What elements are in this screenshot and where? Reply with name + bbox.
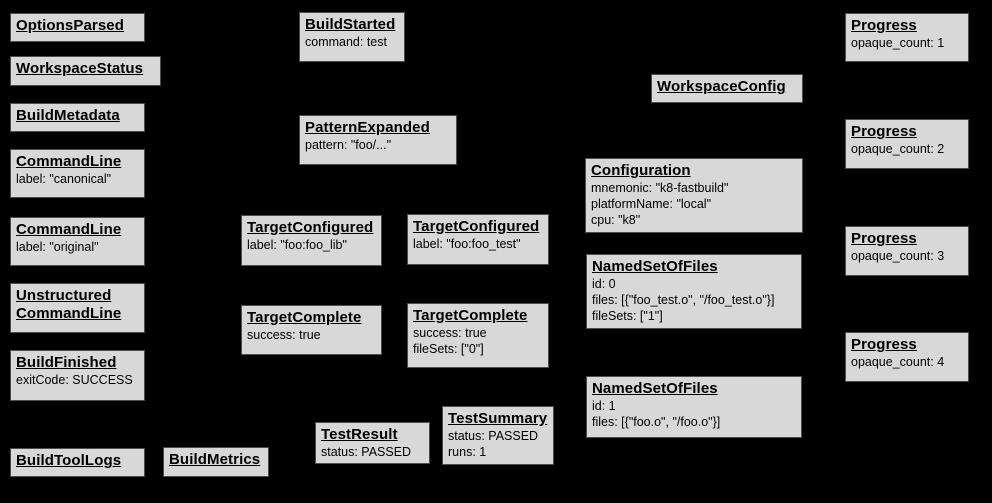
node-field: label: "original": [16, 240, 99, 254]
node-field: label: "canonical": [16, 172, 112, 186]
node-command-line-original: CommandLine label: "original": [10, 217, 145, 266]
node-title: TestSummary: [448, 410, 548, 427]
node-title: NamedSetOfFiles: [592, 258, 718, 275]
node-field: runs: 1: [448, 445, 487, 459]
node-field: cpu: "k8": [591, 213, 641, 227]
node-options-parsed: OptionsParsed: [10, 13, 145, 42]
node-target-complete-lib: TargetComplete success: true: [241, 305, 382, 355]
node-field: status: PASSED: [321, 445, 412, 459]
node-workspace-config: WorkspaceConfig: [651, 74, 803, 103]
node-test-result: TestResult status: PASSED: [315, 422, 430, 464]
node-configuration: Configuration mnemonic: "k8-fastbuild" p…: [585, 158, 803, 233]
node-progress-2: Progress opaque_count: 2: [845, 119, 969, 169]
node-field: status: PASSED: [448, 429, 539, 443]
node-title: OptionsParsed: [16, 17, 124, 34]
node-title: BuildMetadata: [16, 107, 120, 124]
node-build-metrics: BuildMetrics: [163, 447, 269, 477]
node-title: BuildStarted: [305, 16, 396, 33]
node-pattern-expanded: PatternExpanded pattern: "foo/...": [299, 115, 457, 165]
node-progress-3: Progress opaque_count: 3: [845, 226, 969, 276]
node-field: label: "foo:foo_lib": [247, 238, 347, 252]
node-title: BuildFinished: [16, 354, 117, 371]
node-title: CommandLine: [16, 153, 122, 170]
node-field: command: test: [305, 35, 387, 49]
node-title: WorkspaceStatus: [16, 60, 144, 77]
node-title: NamedSetOfFiles: [592, 380, 718, 397]
node-named-set-of-files-0: NamedSetOfFiles id: 0 files: [{"foo_test…: [586, 254, 802, 329]
node-field: success: true: [247, 328, 321, 342]
node-field: mnemonic: "k8-fastbuild": [591, 181, 729, 195]
node-title: Progress: [851, 230, 917, 247]
node-progress-1: Progress opaque_count: 1: [845, 13, 969, 62]
node-field: id: 1: [592, 399, 616, 413]
node-target-configured-foo-test: TargetConfigured label: "foo:foo_test": [407, 214, 549, 265]
node-field: label: "foo:foo_test": [413, 237, 521, 251]
node-field: fileSets: ["1"]: [592, 309, 663, 323]
node-test-summary: TestSummary status: PASSED runs: 1: [442, 406, 554, 465]
node-field: id: 0: [592, 277, 616, 291]
node-field: success: true: [413, 326, 487, 340]
node-title: Progress: [851, 336, 917, 353]
node-field: opaque_count: 4: [851, 355, 945, 369]
node-title: CommandLine: [16, 221, 122, 238]
node-unstructured-command-line: Unstructured CommandLine: [10, 283, 145, 333]
node-progress-4: Progress opaque_count: 4: [845, 332, 969, 382]
node-title: Progress: [851, 17, 917, 34]
node-field: files: [{"foo.o", "/foo.o"}]: [592, 415, 721, 429]
node-field: opaque_count: 3: [851, 249, 945, 263]
node-title: BuildMetrics: [169, 451, 261, 468]
node-title: TargetComplete: [413, 307, 528, 324]
node-title: TargetConfigured: [247, 219, 374, 236]
node-title: TargetComplete: [247, 309, 362, 326]
node-field: pattern: "foo/...": [305, 138, 392, 152]
node-named-set-of-files-1: NamedSetOfFiles id: 1 files: [{"foo.o", …: [586, 376, 802, 438]
node-target-complete-test: TargetComplete success: true fileSets: […: [407, 303, 549, 368]
node-workspace-status: WorkspaceStatus: [10, 56, 161, 86]
node-title: WorkspaceConfig: [657, 78, 786, 95]
node-target-configured-foo-lib: TargetConfigured label: "foo:foo_lib": [241, 215, 382, 266]
node-build-tool-logs: BuildToolLogs: [10, 448, 145, 477]
node-field: opaque_count: 1: [851, 36, 945, 50]
node-field: platformName: "local": [591, 197, 712, 211]
node-field: opaque_count: 2: [851, 142, 945, 156]
node-build-started: BuildStarted command: test: [299, 12, 405, 62]
node-field: exitCode: SUCCESS: [16, 373, 133, 387]
node-build-metadata: BuildMetadata: [10, 103, 145, 132]
node-title: Unstructured CommandLine: [16, 287, 122, 322]
node-title: BuildToolLogs: [16, 452, 122, 469]
node-title: PatternExpanded: [305, 119, 430, 136]
node-title: TargetConfigured: [413, 218, 540, 235]
node-field: files: [{"foo_test.o", "/foo_test.o"}]: [592, 293, 775, 307]
node-build-finished: BuildFinished exitCode: SUCCESS: [10, 350, 145, 401]
node-title: TestResult: [321, 426, 398, 443]
node-title: Progress: [851, 123, 917, 140]
node-title: Configuration: [591, 162, 691, 179]
node-command-line-canonical: CommandLine label: "canonical": [10, 149, 145, 198]
node-field: fileSets: ["0"]: [413, 342, 484, 356]
